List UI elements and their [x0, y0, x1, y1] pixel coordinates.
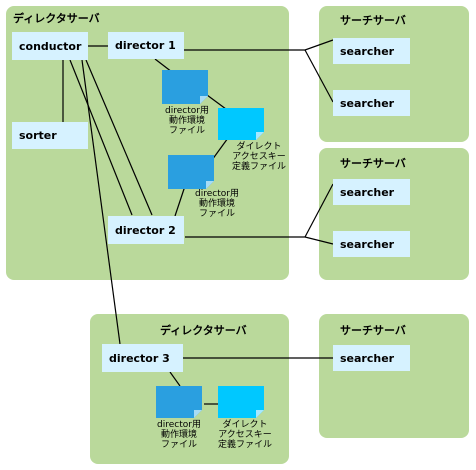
director-config-file-icon-2	[168, 155, 214, 189]
direct-access-key-file-label-3: ダイレクト アクセスキー 定義ファイル	[217, 420, 272, 450]
searcher-server-title-1: サーチサーバ	[340, 14, 406, 27]
searcher-server-panel-2	[319, 148, 469, 280]
conductor-node[interactable]: conductor	[12, 32, 88, 60]
director-3-node[interactable]: director 3	[102, 344, 183, 372]
direct-access-key-file-icon-1	[218, 108, 264, 140]
searcher-node-b[interactable]: searcher	[333, 90, 410, 116]
direct-access-key-file-icon-3	[218, 386, 264, 418]
director-server-title-1: ディレクタサーバ	[13, 12, 100, 25]
director-config-file-label-2: director用 動作環境 ファイル	[195, 189, 239, 219]
director-config-file-icon-1	[162, 70, 208, 104]
searcher-node-c[interactable]: searcher	[333, 179, 410, 205]
director-config-file-icon-3	[156, 386, 202, 418]
searcher-node-d[interactable]: searcher	[333, 231, 410, 257]
searcher-node-a[interactable]: searcher	[333, 38, 410, 64]
searcher-server-title-2: サーチサーバ	[340, 157, 406, 170]
searcher-node-e[interactable]: searcher	[333, 345, 410, 371]
searcher-server-panel-1	[319, 6, 469, 142]
director-server-title-2: ディレクタサーバ	[160, 324, 247, 337]
director-1-node[interactable]: director 1	[108, 32, 184, 59]
searcher-server-title-3: サーチサーバ	[340, 324, 406, 337]
searcher-server-panel-3	[319, 314, 469, 438]
director-2-node[interactable]: director 2	[108, 216, 184, 244]
director-config-file-label-1: director用 動作環境 ファイル	[165, 106, 209, 136]
director-config-file-label-3: director用 動作環境 ファイル	[157, 420, 201, 450]
sorter-node[interactable]: sorter	[12, 122, 88, 149]
direct-access-key-file-label-1: ダイレクト アクセスキー 定義ファイル	[231, 142, 286, 172]
